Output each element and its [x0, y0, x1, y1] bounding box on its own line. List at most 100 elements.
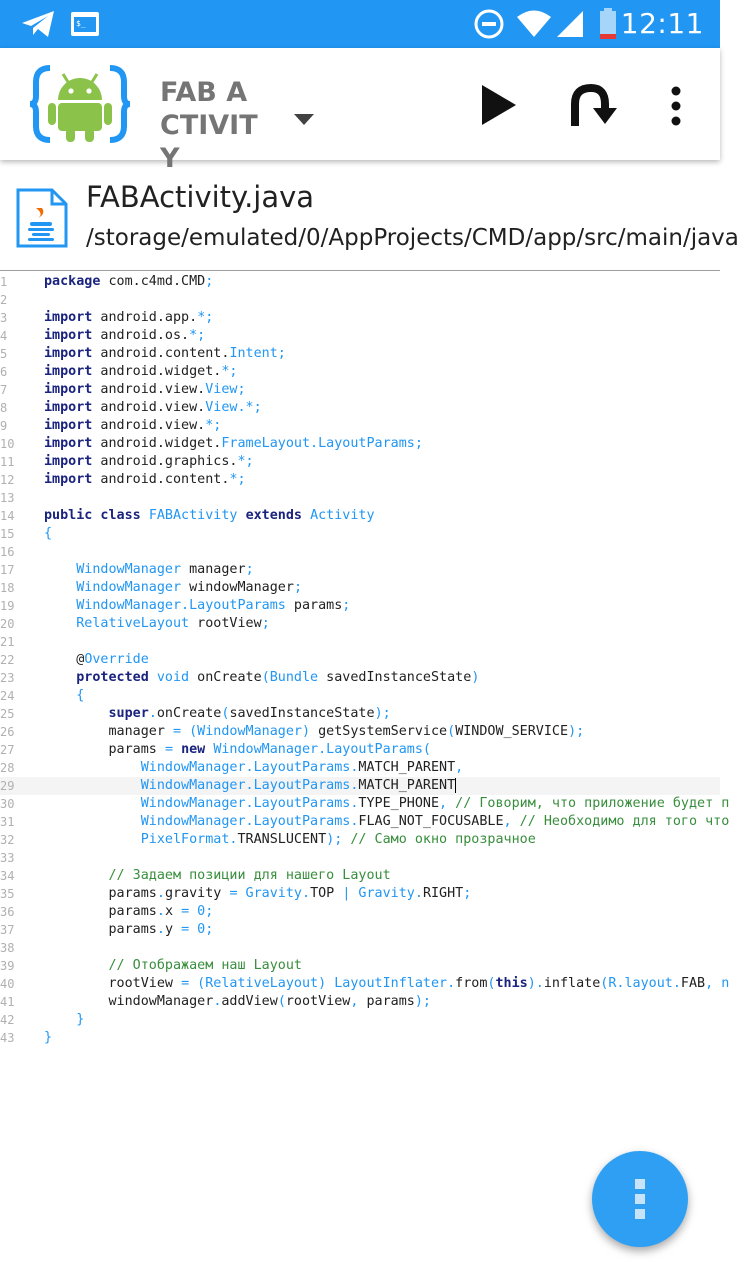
code-text: WindowManager windowManager; — [44, 579, 302, 597]
code-token: *; — [197, 310, 214, 325]
code-line[interactable]: 15{ — [0, 525, 720, 543]
code-line[interactable]: 33 — [0, 849, 720, 867]
more-options-button[interactable] — [660, 80, 692, 134]
svg-text:$_: $_ — [76, 19, 86, 28]
code-token: rootView — [44, 976, 182, 991]
line-number: 18 — [0, 581, 15, 595]
code-line[interactable]: 18 WindowManager windowManager; — [0, 579, 720, 597]
code-token: savedInstanceState — [318, 670, 472, 685]
line-number: 37 — [0, 923, 15, 937]
line-number: 43 — [0, 1031, 15, 1045]
code-line[interactable]: 27 params = new WindowManager.LayoutPara… — [0, 741, 720, 759]
code-line[interactable]: 42 } — [0, 1011, 720, 1029]
code-token: ) — [471, 670, 480, 685]
code-token: Override — [84, 652, 149, 667]
code-line[interactable]: 39 // Отображаем наш Layout — [0, 957, 720, 975]
code-line[interactable]: 30 WindowManager.LayoutParams.TYPE_PHONE… — [0, 795, 729, 813]
code-text: windowManager.addView(rootView, params); — [44, 993, 431, 1011]
code-text: } — [44, 1011, 84, 1029]
code-line[interactable]: 32 PixelFormat.TRANSLUCENT); // Само окн… — [0, 831, 720, 849]
code-token: android.os. — [92, 328, 190, 343]
undo-button[interactable] — [565, 80, 619, 134]
code-token: ( — [447, 724, 456, 739]
code-token: = Gravity. — [229, 886, 311, 901]
code-token: ); — [374, 706, 391, 721]
dropdown-icon[interactable] — [292, 106, 316, 130]
code-text: WindowManager.LayoutParams.FLAG_NOT_FOCU… — [44, 813, 730, 831]
code-line[interactable]: 41 windowManager.addView(rootView, param… — [0, 993, 720, 1011]
code-token: | Gravity. — [342, 886, 423, 901]
code-line[interactable]: 29 WindowManager.LayoutParams.MATCH_PARE… — [0, 777, 720, 795]
code-token — [44, 580, 76, 595]
code-token: *; — [237, 454, 254, 469]
status-bar: $_ 12:11 — [0, 0, 720, 48]
code-line[interactable]: 23 protected void onCreate(Bundle savedI… — [0, 669, 720, 687]
line-number: 21 — [0, 635, 15, 649]
code-token: ; — [463, 886, 472, 901]
code-line[interactable]: 24 { — [0, 687, 720, 705]
code-line[interactable]: 43} — [0, 1029, 720, 1047]
project-title[interactable]: FAB ACTIVITY — [160, 77, 258, 174]
code-line[interactable]: 25 super.onCreate(savedInstanceState); — [0, 705, 720, 723]
file-header — [0, 160, 720, 270]
code-token: Intent; — [229, 346, 286, 361]
code-line[interactable]: 38 — [0, 939, 720, 957]
code-token: params — [44, 922, 157, 937]
code-line[interactable]: 40 rootView = (RelativeLayout) LayoutInf… — [0, 975, 729, 993]
code-line[interactable]: 35 params.gravity = Gravity.TOP | Gravit… — [0, 885, 720, 903]
line-number: 17 — [0, 563, 15, 577]
code-token — [44, 868, 109, 883]
code-token: inflate — [543, 976, 601, 991]
code-line[interactable]: 20 RelativeLayout rootView; — [0, 615, 720, 633]
code-token: View.*; — [205, 400, 262, 415]
code-text: WindowManager manager; — [44, 561, 253, 579]
code-token: ); — [568, 724, 585, 739]
code-line[interactable]: 16 — [0, 543, 720, 561]
code-token: android.widget. — [92, 436, 222, 451]
code-token: = 0; — [181, 922, 214, 937]
code-line[interactable]: 37 params.y = 0; — [0, 921, 720, 939]
app-toolbar: FAB ACTIVITY — [0, 48, 720, 174]
code-line[interactable]: 13 — [0, 489, 720, 507]
code-line[interactable]: 28 WindowManager.LayoutParams.MATCH_PARE… — [0, 759, 720, 777]
code-text: params = new WindowManager.LayoutParams( — [44, 741, 431, 759]
code-token: ; — [342, 598, 351, 613]
code-token: // Само окно прозрачное — [350, 832, 536, 847]
fab-button[interactable] — [592, 1151, 688, 1247]
code-text: import android.graphics.*; — [44, 453, 254, 471]
wifi-icon — [514, 0, 554, 48]
code-token: com.c4md.CMD — [100, 274, 206, 289]
code-line[interactable]: 31 WindowManager.LayoutParams.FLAG_NOT_F… — [0, 813, 729, 831]
code-line[interactable]: 21 — [0, 633, 720, 651]
code-token: WindowManager.LayoutParams( — [213, 742, 431, 757]
code-text: params.gravity = Gravity.TOP | Gravity.R… — [44, 885, 471, 903]
code-token — [238, 508, 246, 523]
code-line[interactable]: 2 — [0, 291, 720, 309]
code-line[interactable]: 19 WindowManager.LayoutParams params; — [0, 597, 720, 615]
code-token: params — [366, 994, 415, 1009]
code-token: void — [156, 670, 190, 685]
code-line[interactable]: 36 params.x = 0; — [0, 903, 720, 921]
aide-android-logo[interactable] — [29, 60, 131, 148]
code-line[interactable]: 17 WindowManager manager; — [0, 561, 720, 579]
code-text: params.y = 0; — [44, 921, 213, 939]
code-line[interactable]: 22 @Override — [0, 651, 720, 669]
line-number: 40 — [0, 977, 15, 991]
code-line[interactable]: 34 // Задаем позиции для нашего Layout — [0, 867, 720, 885]
code-token: , — [455, 760, 464, 775]
run-button[interactable] — [474, 80, 524, 130]
code-line[interactable]: 26 manager = (WindowManager) getSystemSe… — [0, 723, 720, 741]
